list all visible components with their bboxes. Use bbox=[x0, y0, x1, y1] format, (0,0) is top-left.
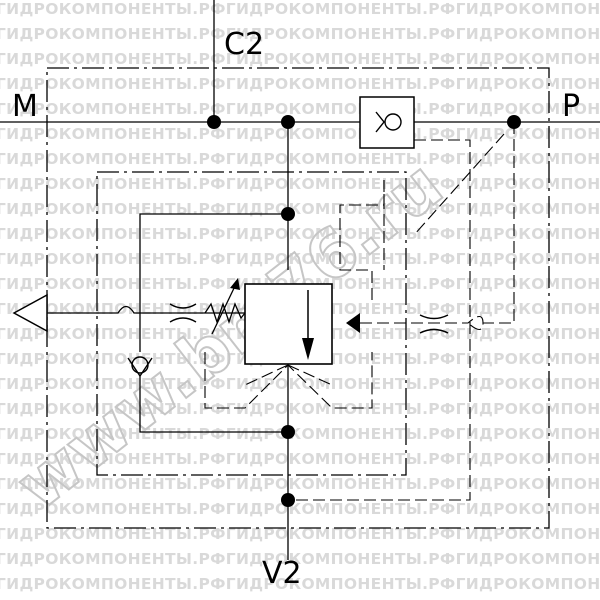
main-valve-box bbox=[244, 283, 333, 365]
adjust-arrow-line bbox=[211, 283, 237, 335]
drain-dashed-right bbox=[288, 139, 471, 501]
watermark-row: ГИДРОКОМПОНЕНТЫ.РФГИДРОКОМПОНЕНТЫ.РФГИДР… bbox=[0, 50, 600, 68]
pilot-line-left bbox=[139, 213, 288, 352]
port-label-p: P bbox=[562, 89, 580, 124]
watermark-row: ГИДРОКОМПОНЕНТЫ.РФГИДРОКОМПОНЕНТЫ.РФГИДР… bbox=[0, 425, 600, 443]
watermark-row: ГИДРОКОМПОНЕНТЫ.РФГИДРОКОМПОНЕНТЫ.РФГИДР… bbox=[0, 500, 600, 518]
valve-dashed-cross-left bbox=[244, 364, 289, 386]
p-diagonal-dashed bbox=[413, 133, 505, 236]
orifice-left bbox=[169, 303, 197, 323]
watermark-row: ГИДРОКОМПОНЕНТЫ.РФГИДРОКОМПОНЕНТЫ.РФГИДР… bbox=[0, 400, 600, 418]
watermark-row: ГИДРОКОМПОНЕНТЫ.РФГИДРОКОМПОНЕНТЫ.РФГИДР… bbox=[0, 475, 600, 493]
watermark-row: ГИДРОКОМПОНЕНТЫ.РФГИДРОКОМПОНЕНТЫ.РФГИДР… bbox=[0, 200, 600, 218]
watermark-row: ГИДРОКОМПОНЕНТЫ.РФГИДРОКОМПОНЕНТЫ.РФГИДР… bbox=[0, 75, 600, 93]
watermark-row: ГИДРОКОМПОНЕНТЫ.РФГИДРОКОМПОНЕНТЫ.РФГИДР… bbox=[0, 575, 600, 593]
watermark-row: ГИДРОКОМПОНЕНТЫ.РФГИДРОКОМПОНЕНТЫ.РФГИДР… bbox=[0, 125, 600, 143]
watermark-row: ГИДРОКОМПОНЕНТЫ.РФГИДРОКОМПОНЕНТЫ.РФГИДР… bbox=[0, 450, 600, 468]
spring-icon bbox=[204, 301, 246, 325]
watermark-row: ГИДРОКОМПОНЕНТЫ.РФГИДРОКОМПОНЕНТЫ.РФГИДР… bbox=[0, 250, 600, 268]
junction-node bbox=[207, 115, 221, 129]
valve-flow-arrow-icon bbox=[302, 338, 314, 360]
m-signal-line bbox=[47, 305, 245, 314]
port-label-m: M bbox=[12, 89, 38, 124]
watermark-row: ГИДРОКОМПОНЕНТЫ.РФГИДРОКОМПОНЕНТЫ.РФГИДР… bbox=[0, 525, 600, 543]
watermark-row: ГИДРОКОМПОНЕНТЫ.РФГИДРОКОМПОНЕНТЫ.РФГИДР… bbox=[0, 25, 600, 43]
watermark-row: ГИДРОКОМПОНЕНТЫ.РФГИДРОКОМПОНЕНТЫ.РФГИДР… bbox=[0, 375, 600, 393]
watermark-row: ГИДРОКОМПОНЕНТЫ.РФГИДРОКОМПОНЕНТЫ.РФГИДР… bbox=[0, 175, 600, 193]
orifice-right bbox=[419, 314, 449, 334]
check-valve-left bbox=[127, 356, 153, 420]
watermark-row: ГИДРОКОМПОНЕНТЫ.РФГИДРОКОМПОНЕНТЫ.РФГИДР… bbox=[0, 100, 600, 118]
junction-node bbox=[281, 115, 295, 129]
check-valve-p-line bbox=[359, 96, 415, 149]
port-label-c2: C2 bbox=[224, 27, 264, 62]
watermark-row: ГИДРОКОМПОНЕНТЫ.РФГИДРОКОМПОНЕНТЫ.РФГИДР… bbox=[0, 550, 600, 568]
adjust-arrow-icon bbox=[230, 278, 240, 290]
check-return-line bbox=[139, 420, 288, 433]
watermark-row: ГИДРОКОМПОНЕНТЫ.РФГИДРОКОМПОНЕНТЫ.РФГИДР… bbox=[0, 150, 600, 168]
pilot-triangle-icon bbox=[346, 313, 360, 333]
watermark-row: ГИДРОКОМПОНЕНТЫ.РФГИДРОКОМПОНЕНТЫ.РФГИДР… bbox=[0, 225, 600, 243]
valve-dashed-cross-right bbox=[287, 364, 333, 386]
p-pilot-dashed bbox=[483, 122, 515, 324]
port-label-v2: V2 bbox=[262, 556, 302, 591]
watermark-row: ГИДРОКОМПОНЕНТЫ.РФГИДРОКОМПОНЕНТЫ.РФГИДР… bbox=[0, 0, 600, 18]
